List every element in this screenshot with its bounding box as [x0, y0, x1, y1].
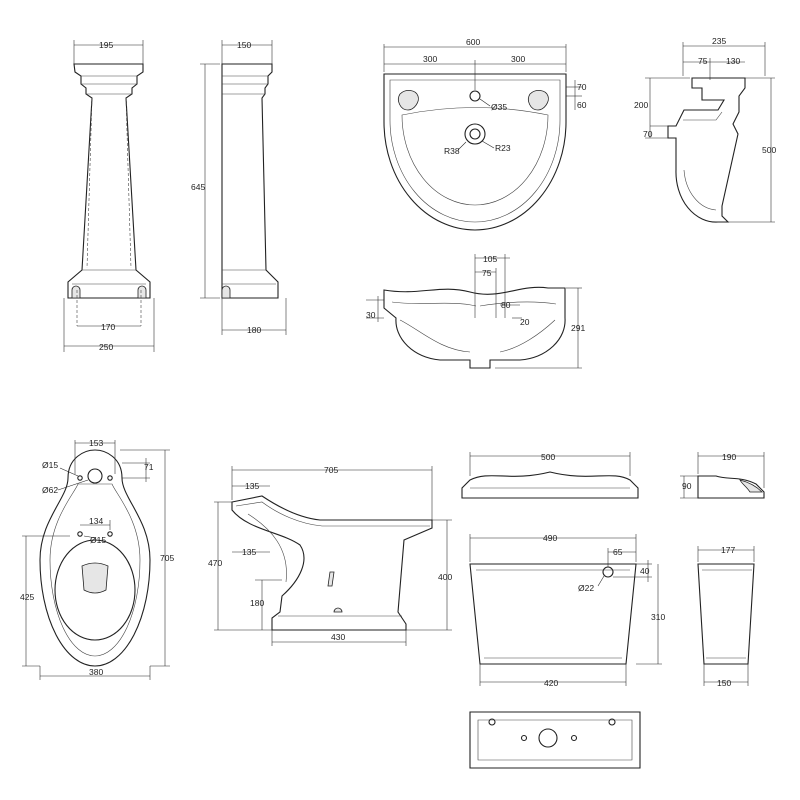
pedestal-fixing-centres-label: 170	[101, 322, 115, 332]
wc-side-height-400-label: 400	[438, 572, 452, 582]
cistern-side-view: 177 150	[697, 545, 755, 688]
basin-half-right-label: 300	[511, 54, 525, 64]
cistern-width-label: 490	[543, 533, 557, 543]
pedestal-side-view: 150 645 180	[191, 40, 287, 335]
pedestal-top-width-label: 195	[99, 40, 113, 50]
cistern-lid-front-view: 500	[461, 452, 639, 499]
section-height-label: 291	[571, 323, 585, 333]
section-dim-75-label: 75	[482, 268, 492, 278]
wc-side-top-offset-label: 135	[245, 481, 259, 491]
basin-height-label: 500	[762, 145, 776, 155]
wc-side-height-470-label: 470	[208, 558, 222, 568]
cistern-lid-side-view: 190 90	[680, 452, 765, 499]
basin-waste-radius-inner-label: R23	[495, 143, 511, 153]
wc-length-label: 705	[160, 553, 174, 563]
lid-depth-label: 190	[722, 452, 736, 462]
section-dim-105-label: 105	[483, 254, 497, 264]
wc-width-label: 380	[89, 667, 103, 677]
wc-outlet-dia-label: Ø62	[42, 485, 58, 495]
basin-rim-offset-label: 60	[577, 100, 587, 110]
basin-waste-radius-outer-label: R38	[444, 146, 460, 156]
pedestal-base-width-label: 250	[99, 342, 113, 352]
section-dim-20-label: 20	[520, 317, 530, 327]
pedestal-base-depth-label: 180	[247, 325, 261, 335]
pedestal-front-view: 195 170 250	[63, 40, 155, 352]
basin-tap-offset-label: 70	[577, 82, 587, 92]
wc-hole-dia-15-label: Ø15	[42, 460, 58, 470]
cistern-hole-dia-label: Ø22	[578, 583, 594, 593]
section-dim-30-label: 30	[366, 310, 376, 320]
basin-height-70-label: 70	[643, 129, 653, 139]
section-dim-80-label: 80	[501, 300, 511, 310]
cistern-depth-label: 177	[721, 545, 735, 555]
wc-side-view: 705 135 135 470 400 180 430	[208, 465, 452, 646]
basin-section-view: 105 75 80 20 30 291	[366, 254, 585, 369]
wc-fixing-hole-label: Ø15	[90, 535, 106, 545]
lid-height-label: 90	[682, 481, 692, 491]
cistern-front-view: 490 65 40 Ø22 310 420	[469, 533, 665, 688]
basin-tap-hole-label: Ø35	[491, 102, 507, 112]
cistern-hole-offset-label: 65	[613, 547, 623, 557]
lid-width-label: 500	[541, 452, 555, 462]
basin-half-left-label: 300	[423, 54, 437, 64]
basin-depth-label: 235	[712, 36, 726, 46]
pedestal-height-label: 645	[191, 182, 205, 192]
wc-side-base-length-label: 430	[331, 632, 345, 642]
basin-height-200-label: 200	[634, 100, 648, 110]
wc-cistern-width-label: 153	[89, 438, 103, 448]
basin-side-view: 235 75 130 200 70 500	[634, 36, 776, 223]
wc-fixing-centres-label: 134	[89, 516, 103, 526]
basin-width-label: 600	[466, 37, 480, 47]
basin-top-view: 600 300 300 70 60 Ø35 R38 R23	[383, 37, 587, 231]
wc-side-outlet-height-label: 180	[250, 598, 264, 608]
pedestal-side-width-label: 150	[237, 40, 251, 50]
basin-offset-130-label: 130	[726, 56, 740, 66]
wc-side-length-label: 705	[324, 465, 338, 475]
cistern-hole-height-label: 40	[640, 566, 650, 576]
basin-offset-75-label: 75	[698, 56, 708, 66]
wc-offset-71-label: 71	[144, 462, 154, 472]
wc-front-to-waste-label: 425	[20, 592, 34, 602]
cistern-base-depth-label: 150	[717, 678, 731, 688]
cistern-height-label: 310	[651, 612, 665, 622]
cistern-base-width-label: 420	[544, 678, 558, 688]
wc-plan-view: 153 Ø15 71 Ø62 134 Ø15 705 425 380	[20, 438, 174, 680]
wc-side-lower-offset-label: 135	[242, 547, 256, 557]
cistern-plan-view	[469, 711, 641, 769]
